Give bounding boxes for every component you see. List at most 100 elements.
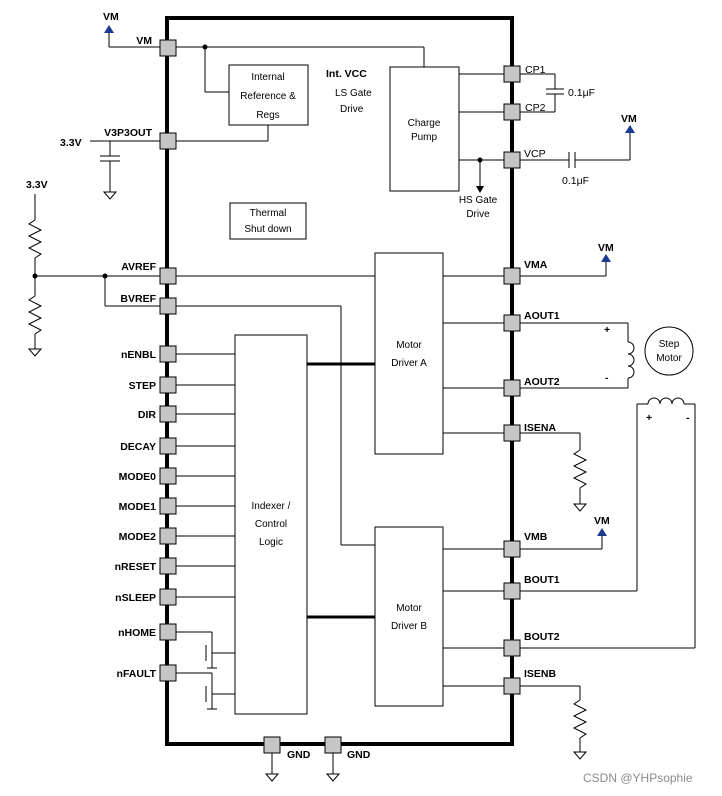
resistor-bottom-icon xyxy=(27,295,43,335)
internal-reference-block: Internal Reference & Regs xyxy=(228,64,309,126)
coil-a-plus: + xyxy=(604,324,610,336)
resistor-isenb-icon xyxy=(572,699,588,739)
ls-gate-label-2: Drive xyxy=(340,104,364,115)
external-cp-cap: 0.1μF xyxy=(520,73,595,113)
internal-ref-line-2: Reference & xyxy=(240,91,296,102)
external-vm-supply: VM xyxy=(103,11,160,48)
coil-b-minus: - xyxy=(686,412,690,424)
left-pads xyxy=(159,39,177,682)
left-pin-labels: VM V3P3OUT AVREF BVREF nENBL STEP DIR DE… xyxy=(104,35,156,680)
ground-icon xyxy=(27,348,43,357)
motor-driver-a-block: Motor Driver A xyxy=(374,252,444,455)
pin-vcp: VCP xyxy=(524,148,546,160)
pin-vm: VM xyxy=(136,35,152,47)
motor-b-line-2: Driver B xyxy=(391,621,427,632)
watermark: CSDN @YHPsophie xyxy=(583,771,693,785)
vm-vcp-arrow-icon xyxy=(625,125,635,133)
pin-bvref: BVREF xyxy=(120,293,156,305)
external-vmb-supply: VM xyxy=(520,515,610,550)
external-isena-resistor xyxy=(520,432,588,512)
pin-gnd-2: GND xyxy=(347,749,371,761)
vm-vcp-label: VM xyxy=(621,113,637,125)
resistor-top-icon xyxy=(27,219,43,259)
thermal-block: Thermal Shut down xyxy=(229,202,307,240)
internal-wiring xyxy=(176,44,504,710)
external-v3p3-cap: 3.3V xyxy=(60,137,160,200)
charge-pump-block: Charge Pump xyxy=(389,66,460,192)
v33-divider-label: 3.3V xyxy=(26,179,48,191)
pin-nenbl: nENBL xyxy=(121,349,157,361)
external-isenb-resistor xyxy=(520,685,588,760)
ls-gate-label-1: LS Gate xyxy=(335,88,372,99)
pin-isenb: ISENB xyxy=(524,668,557,680)
indexer-line-3: Logic xyxy=(259,537,283,548)
coil-a-icon xyxy=(627,341,635,379)
motor-a-line-2: Driver A xyxy=(391,358,427,369)
pin-nreset: nRESET xyxy=(115,561,157,573)
pin-step: STEP xyxy=(129,380,156,392)
coil-b-icon xyxy=(647,397,685,405)
coil-b-plus: + xyxy=(646,412,652,424)
vm-top-label: VM xyxy=(103,11,119,23)
vm-vma-arrow-icon xyxy=(601,254,611,262)
external-vma-supply: VM xyxy=(520,242,614,277)
pin-dir: DIR xyxy=(138,409,157,421)
cap-cp-label: 0.1μF xyxy=(568,87,595,99)
pin-v3p3out: V3P3OUT xyxy=(104,127,152,139)
thermal-line-2: Shut down xyxy=(244,224,291,235)
vm-vmb-label: VM xyxy=(594,515,610,527)
cap-vcp-label: 0.1μF xyxy=(562,175,589,187)
indexer-block: Indexer / Control Logic xyxy=(234,334,308,715)
indexer-line-1: Indexer / xyxy=(252,501,291,512)
step-motor-icon xyxy=(644,326,694,376)
pin-vmb: VMB xyxy=(524,531,548,543)
ground-icon xyxy=(572,751,588,760)
indexer-line-2: Control xyxy=(255,519,287,530)
charge-pump-line-2: Pump xyxy=(411,132,438,143)
internal-ref-line-1: Internal xyxy=(251,72,284,83)
internal-ref-line-3: Regs xyxy=(256,110,279,121)
pin-mode1: MODE1 xyxy=(119,501,157,513)
bottom-pads xyxy=(263,736,342,754)
int-vcc-label: Int. VCC xyxy=(326,68,367,80)
pin-avref: AVREF xyxy=(121,261,156,273)
hs-gate-label-1: HS Gate xyxy=(459,195,498,206)
ground-icon xyxy=(102,191,118,200)
pin-aout1: AOUT1 xyxy=(524,310,560,322)
pin-nfault: nFAULT xyxy=(117,668,157,680)
gnd-symbols xyxy=(264,753,341,782)
vm-vma-label: VM xyxy=(598,242,614,254)
pin-vma: VMA xyxy=(524,259,548,271)
step-motor-line-2: Motor xyxy=(656,353,682,364)
ground-icon xyxy=(264,773,280,782)
ic-outline xyxy=(165,16,514,746)
step-motor-symbol: Step Motor xyxy=(644,326,694,376)
vm-vmb-arrow-icon xyxy=(597,528,607,536)
pin-cp1: CP1 xyxy=(525,64,546,76)
pin-mode0: MODE0 xyxy=(119,471,157,483)
v33-left-label: 3.3V xyxy=(60,137,82,149)
pin-bout1: BOUT1 xyxy=(524,574,560,586)
pin-mode2: MODE2 xyxy=(119,531,157,543)
pin-nhome: nHOME xyxy=(118,627,156,639)
thermal-line-1: Thermal xyxy=(250,208,287,219)
pin-cp2: CP2 xyxy=(525,102,546,114)
pin-decay: DECAY xyxy=(120,441,156,453)
pin-bout2: BOUT2 xyxy=(524,631,560,643)
charge-pump-line-1: Charge xyxy=(408,118,441,129)
pin-isena: ISENA xyxy=(524,422,557,434)
pin-aout2: AOUT2 xyxy=(524,376,560,388)
ground-icon xyxy=(572,503,588,512)
vm-top-arrow-icon xyxy=(104,25,114,33)
pin-nsleep: nSLEEP xyxy=(115,592,156,604)
motor-b-line-1: Motor xyxy=(396,603,422,614)
ground-icon xyxy=(325,773,341,782)
step-motor-line-1: Step xyxy=(659,339,680,350)
external-coil-a: + - xyxy=(520,322,635,389)
resistor-isena-icon xyxy=(572,449,588,489)
external-coil-b: + - xyxy=(520,397,696,649)
motor-a-line-1: Motor xyxy=(396,340,422,351)
hs-gate-label-2: Drive xyxy=(466,209,490,220)
right-pads xyxy=(503,65,521,695)
